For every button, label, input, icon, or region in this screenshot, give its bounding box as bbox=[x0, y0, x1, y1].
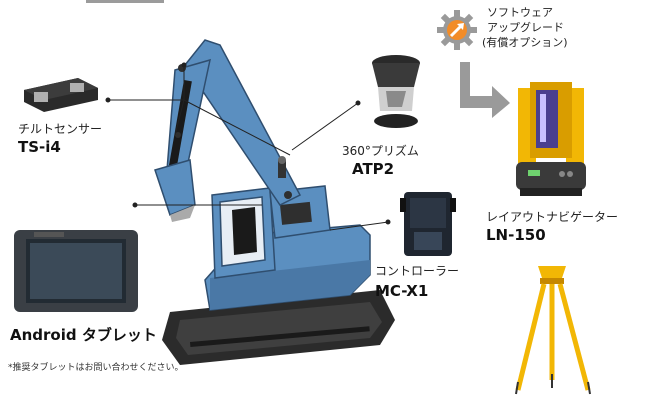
controller-caption: コントローラー bbox=[375, 264, 460, 278]
tilt-sensor-model: TS-i4 bbox=[18, 138, 61, 156]
tilt-sensor-icon bbox=[20, 72, 102, 116]
tripod-icon bbox=[510, 262, 594, 396]
excavator-body bbox=[204, 185, 371, 311]
prism-caption: 360°プリズム bbox=[342, 144, 419, 158]
layout-navigator-caption: レイアウトナビゲーター bbox=[486, 210, 619, 224]
tilt-sensor-caption: チルトセンサー bbox=[18, 122, 103, 136]
software-update-line3: (有償オプション) bbox=[482, 36, 568, 49]
gear-arrow-icon bbox=[437, 10, 477, 50]
prism-icon bbox=[368, 53, 424, 131]
software-update-line1: ソフトウェア bbox=[487, 6, 553, 19]
excavator-illustration bbox=[150, 20, 400, 375]
controller-icon bbox=[400, 190, 456, 258]
layout-navigator-model: LN-150 bbox=[486, 226, 546, 244]
footnote: *推奨タブレットはお問い合わせください。 bbox=[8, 363, 184, 373]
boom-prism bbox=[278, 156, 286, 178]
tablet-caption: Android タブレット bbox=[10, 326, 157, 344]
controller-model: MC-X1 bbox=[375, 282, 429, 300]
total-station-icon bbox=[510, 78, 590, 200]
upgrade-arrow-icon bbox=[460, 62, 510, 118]
header-bar bbox=[86, 0, 164, 3]
tablet-icon bbox=[14, 230, 138, 312]
prism-model: ATP2 bbox=[352, 160, 395, 178]
software-update-line2: アップグレード bbox=[487, 21, 564, 34]
